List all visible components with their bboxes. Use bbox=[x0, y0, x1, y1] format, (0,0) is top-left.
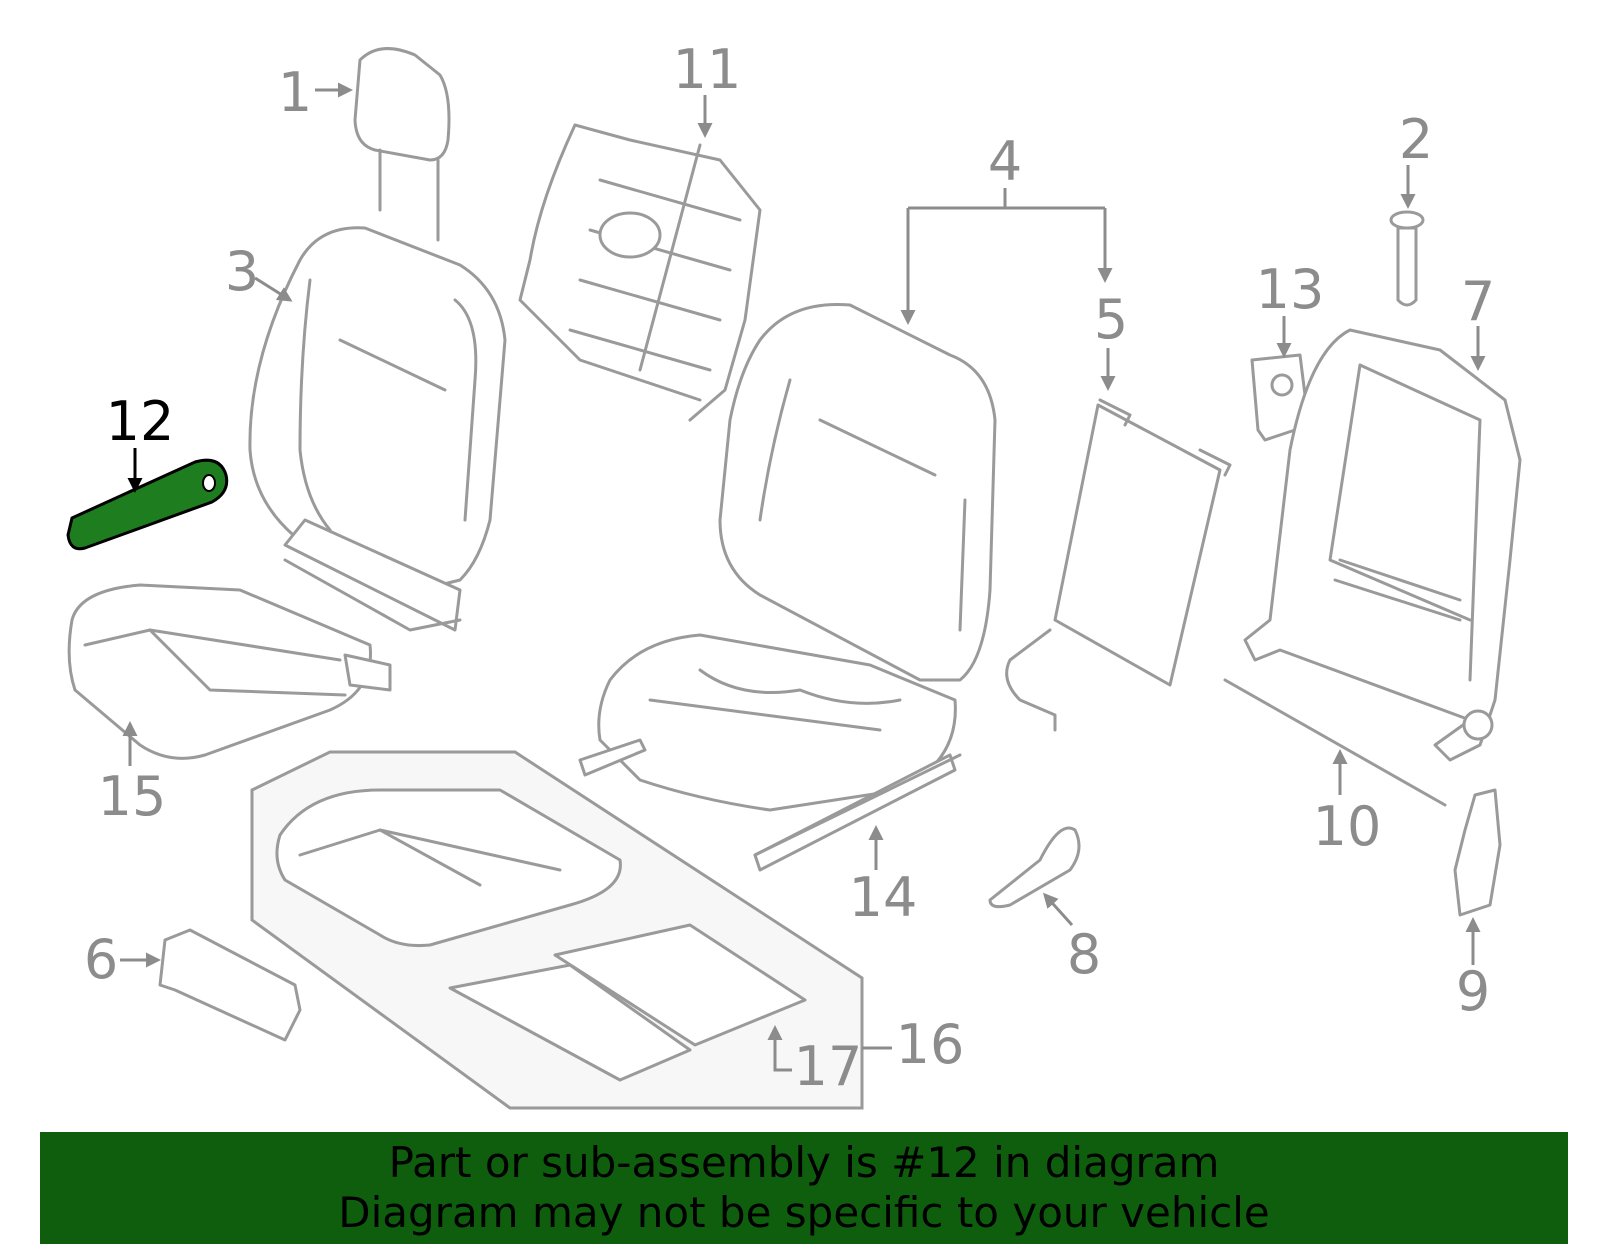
callout-10: 10 bbox=[1313, 795, 1382, 858]
banner-line-1: Part or sub-assembly is #12 in diagram bbox=[388, 1138, 1220, 1187]
callout-13: 13 bbox=[1256, 258, 1325, 321]
part-14-track bbox=[753, 753, 962, 857]
part-6-trim bbox=[158, 928, 302, 1042]
part-10-rod bbox=[1223, 678, 1447, 807]
part-2-bolt bbox=[1389, 210, 1425, 307]
callout-3: 3 bbox=[225, 240, 259, 303]
callout-12: 12 bbox=[106, 390, 175, 453]
callout-14: 14 bbox=[849, 866, 918, 929]
part-8-lever bbox=[988, 826, 1081, 909]
part-4-seat-assembly bbox=[578, 302, 997, 872]
part-5-back-panel bbox=[1005, 398, 1232, 732]
part-1-headrest bbox=[353, 47, 451, 242]
callout-15: 15 bbox=[98, 765, 167, 828]
callout-5: 5 bbox=[1094, 288, 1128, 351]
callout-4: 4 bbox=[988, 130, 1022, 193]
part-7-seatback-frame bbox=[1243, 328, 1522, 762]
callout-1: 1 bbox=[278, 61, 312, 124]
banner-line-2: Diagram may not be specific to your vehi… bbox=[338, 1188, 1270, 1237]
callout-6: 6 bbox=[84, 928, 118, 991]
part-9-actuator bbox=[1453, 788, 1502, 917]
part-3-seatback-cover bbox=[248, 226, 507, 632]
callout-11: 11 bbox=[673, 38, 742, 101]
callout-9: 9 bbox=[1456, 960, 1490, 1023]
part-11-lumbar-frame bbox=[518, 123, 762, 422]
callout-8: 8 bbox=[1067, 923, 1101, 986]
callout-7: 7 bbox=[1461, 270, 1495, 333]
callout-17: 17 bbox=[794, 1035, 863, 1098]
info-banner: Part or sub-assembly is #12 in diagram D… bbox=[40, 1132, 1568, 1244]
callout-2: 2 bbox=[1399, 108, 1433, 171]
part-15-cushion-cover bbox=[67, 583, 392, 760]
part-16-kit bbox=[250, 750, 864, 1110]
callout-16: 16 bbox=[896, 1013, 965, 1076]
part-12-armrest-highlighted bbox=[66, 458, 229, 551]
